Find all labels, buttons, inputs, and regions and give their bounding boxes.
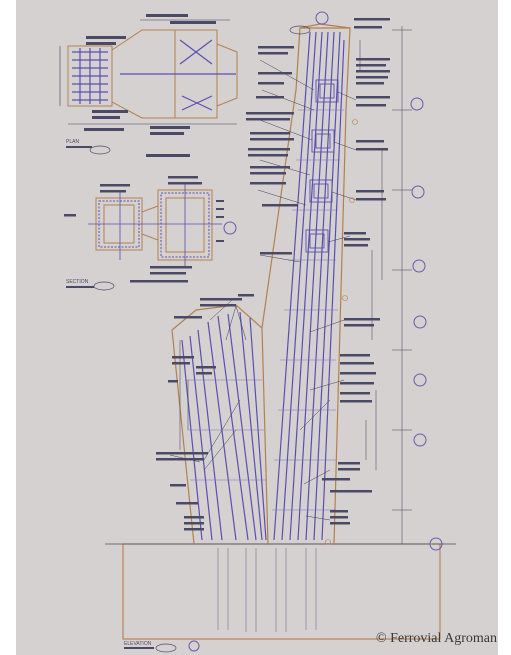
- plan-labels: [84, 14, 216, 157]
- elevation-title: ELEVATION: [124, 641, 152, 647]
- plan-rebar: [72, 39, 236, 111]
- foundation-block: [122, 543, 441, 640]
- plan-title: PLAN: [66, 139, 79, 145]
- section-title: SECTION: [66, 279, 89, 285]
- piles: [217, 548, 317, 632]
- pier-right-leg: [261, 27, 351, 545]
- copyright-credit: © Ferrovial Agroman: [375, 631, 497, 646]
- section-web: [141, 205, 159, 241]
- elevation-title-block: ELEVATION: [124, 641, 177, 653]
- level-callouts: [188, 11, 443, 652]
- leader-lines: [169, 59, 357, 521]
- elevation-labels-left: [156, 46, 298, 531]
- plan-view: PLAN: [59, 14, 238, 157]
- section-title-block: SECTION: [66, 279, 115, 291]
- stirrups: [186, 109, 344, 511]
- section-labels: [64, 176, 224, 283]
- dimension-lines: [179, 26, 412, 544]
- elevation-labels-right: [322, 18, 390, 525]
- anchor-boxes: [305, 79, 339, 253]
- markers: [325, 119, 358, 545]
- plan-dimensions: [59, 19, 237, 125]
- section-view: SECTION: [64, 176, 237, 291]
- section-rebar: [98, 192, 210, 258]
- pier-rebar: [181, 31, 345, 541]
- pier-left-leg: [171, 304, 269, 545]
- plan-nose: [216, 43, 238, 107]
- plan-title-block: PLAN: [66, 139, 111, 155]
- section-callout: [223, 221, 237, 235]
- elevation-view: ELEVATION: [105, 11, 456, 653]
